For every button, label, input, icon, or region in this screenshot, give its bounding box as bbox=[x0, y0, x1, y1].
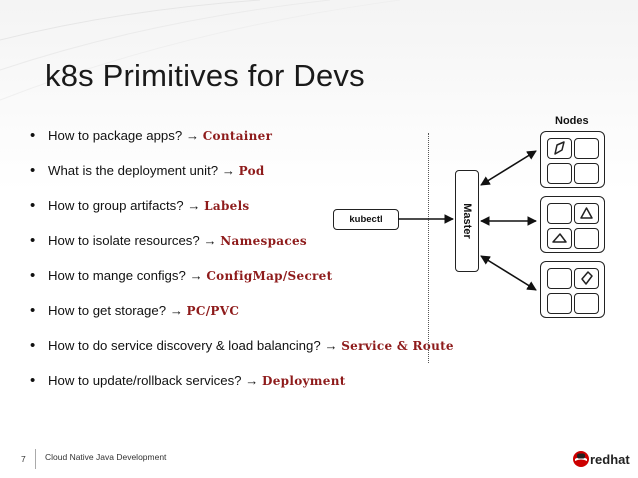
nodes-label: Nodes bbox=[555, 115, 589, 127]
pod-cell bbox=[574, 203, 599, 224]
shadowman-icon bbox=[573, 451, 589, 467]
diamond-icon bbox=[581, 271, 593, 285]
dotted-divider bbox=[428, 133, 429, 363]
bullet-item: How to group artifacts? → Labels bbox=[30, 191, 454, 226]
bullet-answer: Pod bbox=[238, 164, 265, 178]
bullet-answer: Service & Route bbox=[341, 339, 454, 353]
footer-text: Cloud Native Java Development bbox=[45, 452, 167, 462]
bullet-item: What is the deployment unit? → Pod bbox=[30, 156, 454, 191]
pod-cell bbox=[547, 203, 572, 224]
bullet-question: How to get storage? → bbox=[48, 303, 187, 318]
bullet-question: How to package apps? → bbox=[48, 128, 203, 143]
pod-cell bbox=[547, 268, 572, 289]
node-2 bbox=[540, 196, 605, 253]
master-label: Master bbox=[461, 203, 473, 239]
page-number: 7 bbox=[21, 454, 26, 464]
bullet-item: How to package apps? → Container bbox=[30, 121, 454, 156]
triangle-icon bbox=[552, 233, 567, 243]
bullet-answer: Labels bbox=[204, 199, 250, 213]
bullet-list: How to package apps? → Container What is… bbox=[30, 121, 454, 401]
bullet-question: How to isolate resources? → bbox=[48, 233, 221, 248]
pod-cell bbox=[547, 228, 572, 249]
bullet-item: How to do service discovery & load balan… bbox=[30, 331, 454, 366]
master-to-node-1-arrow bbox=[480, 150, 537, 186]
pod-cell bbox=[574, 228, 599, 249]
footer: 7 Cloud Native Java Development redhat bbox=[0, 445, 638, 478]
bullet-question: How to mange configs? → bbox=[48, 268, 207, 283]
bullet-answer: PC/PVC bbox=[186, 304, 240, 318]
bullet-question: How to group artifacts? → bbox=[48, 198, 205, 213]
bullet-item: How to update/rollback services? → Deplo… bbox=[30, 366, 454, 401]
node-1 bbox=[540, 131, 605, 188]
master-box: Master bbox=[455, 170, 479, 272]
bullet-question: How to update/rollback services? → bbox=[48, 373, 263, 388]
pod-cell bbox=[574, 163, 599, 184]
footer-divider bbox=[35, 449, 36, 469]
kubectl-box: kubectl bbox=[333, 209, 399, 230]
redhat-logo: redhat bbox=[572, 447, 630, 473]
bullet-question: What is the deployment unit? → bbox=[48, 163, 239, 178]
bullet-answer: Deployment bbox=[262, 374, 346, 388]
bullet-item: How to get storage? → PC/PVC bbox=[30, 296, 454, 331]
pod-cell bbox=[547, 138, 572, 159]
node-3 bbox=[540, 261, 605, 318]
bullet-item: How to isolate resources? → Namespaces bbox=[30, 226, 454, 261]
master-to-node-3-arrow bbox=[480, 255, 537, 291]
bullet-question: How to do service discovery & load balan… bbox=[48, 338, 342, 353]
bullet-answer: ConfigMap/Secret bbox=[206, 269, 333, 283]
pen-icon bbox=[554, 141, 565, 155]
pod-cell bbox=[574, 268, 599, 289]
logo-text: redhat bbox=[590, 452, 630, 467]
pod-cell bbox=[574, 293, 599, 314]
triangle-icon bbox=[580, 207, 593, 219]
pod-cell bbox=[547, 163, 572, 184]
slide-title: k8s Primitives for Devs bbox=[45, 58, 365, 93]
bullet-item: How to mange configs? → ConfigMap/Secret bbox=[30, 261, 454, 296]
pod-cell bbox=[547, 293, 572, 314]
pod-cell bbox=[574, 138, 599, 159]
bullet-answer: Container bbox=[202, 129, 273, 143]
bullet-answer: Namespaces bbox=[220, 234, 307, 248]
